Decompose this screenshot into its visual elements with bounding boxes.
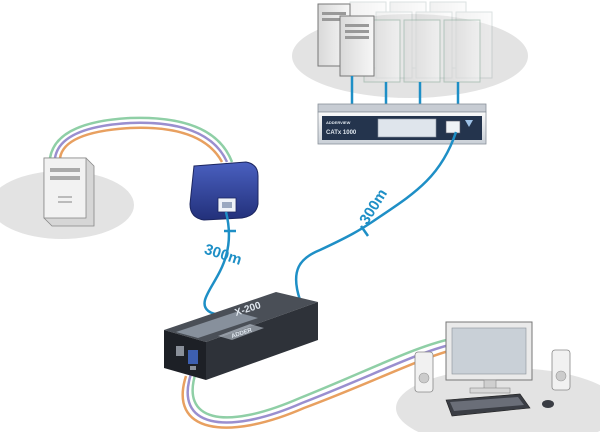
kvm-extender-icon: X-200 ADDER bbox=[164, 292, 318, 380]
switch-cable-cap bbox=[359, 225, 370, 237]
workstation-group bbox=[181, 321, 600, 432]
right-speaker-icon bbox=[551, 349, 571, 391]
local-cables bbox=[48, 116, 234, 163]
server-group: ADDERVIEW CATx 1000 bbox=[292, 1, 528, 145]
switch-cable-length-label: 300m bbox=[356, 186, 391, 228]
monitor-icon bbox=[445, 321, 533, 394]
keyboard-icon bbox=[445, 393, 531, 417]
local-computer-group: 300m bbox=[0, 116, 259, 316]
switch-model-label: CATx 1000 bbox=[326, 130, 357, 136]
kvm-switch-icon: ADDERVIEW CATx 1000 bbox=[317, 103, 487, 145]
server-rack-icon bbox=[317, 1, 493, 83]
desktop-tower-icon bbox=[43, 157, 95, 227]
switch-cat-cable bbox=[294, 131, 458, 301]
mouse-icon bbox=[542, 400, 554, 408]
server-links bbox=[350, 76, 460, 104]
switch-brand-label: ADDERVIEW bbox=[326, 120, 351, 125]
cat-dongle-icon bbox=[189, 161, 259, 221]
left-speaker-icon bbox=[414, 351, 434, 393]
